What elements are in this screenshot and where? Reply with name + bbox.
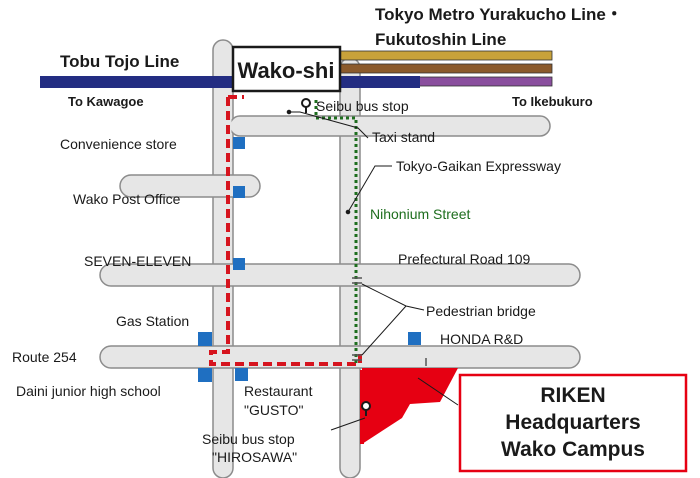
landmark-markers <box>198 137 421 382</box>
convenience-store-label: Convenience store <box>60 136 177 152</box>
convenience-store-marker <box>233 137 245 149</box>
gas-station-marker <box>198 332 212 346</box>
nihonium-street-label: Nihonium Street <box>370 206 470 222</box>
tobu-line-label: Tobu Tojo Line <box>60 52 179 71</box>
pedestrian-bridge-label: Pedestrian bridge <box>426 303 536 319</box>
prefectural-road-label: Prefectural Road 109 <box>398 251 531 267</box>
daini-school-marker <box>198 368 212 382</box>
station-wako-shi: Wako-shi <box>231 45 342 93</box>
daini-school-label: Daini junior high school <box>16 383 161 399</box>
to-kawagoe-label: To Kawagoe <box>68 94 144 109</box>
hirosawa-stop-label-2: "HIROSAWA" <box>212 449 297 465</box>
rail-lines <box>40 50 553 88</box>
post-office-marker <box>233 186 245 198</box>
honda-marker <box>408 332 421 345</box>
metro-line-brown <box>339 63 553 74</box>
tobu-line-west <box>40 76 235 88</box>
post-office-label: Wako Post Office <box>73 191 181 207</box>
bus-stop-pin-hirosawa <box>361 401 371 416</box>
metro-line-gold <box>339 50 553 61</box>
riken-title: RIKEN <box>540 384 605 407</box>
metro-line-label-2: Fukutoshin Line <box>375 30 506 49</box>
expressway-label: Tokyo-Gaikan Expressway <box>396 158 561 174</box>
riken-wako-campus: Wako Campus <box>501 438 645 461</box>
route-254-label: Route 254 <box>12 349 77 365</box>
pedestrian-bridge-marks <box>352 277 427 366</box>
riken-callout-box <box>458 373 688 473</box>
station-box <box>231 45 342 93</box>
hirosawa-stop-label-1: Seibu bus stop <box>202 431 295 447</box>
restaurant-marker <box>235 368 248 381</box>
leader-lines <box>286 109 459 431</box>
walking-route-red <box>209 95 362 366</box>
road-junction-fill <box>214 117 359 367</box>
station-name: Wako-shi <box>238 58 335 83</box>
honda-label: HONDA R&D <box>440 331 523 347</box>
seven-eleven-label: SEVEN-ELEVEN <box>84 253 191 269</box>
gas-station-label: Gas Station <box>116 313 189 329</box>
to-ikebukuro-label: To Ikebukuro <box>512 94 593 109</box>
metro-line-label-1: Tokyo Metro Yurakucho Line・ <box>375 5 623 24</box>
restaurant-label-1: Restaurant <box>244 383 313 399</box>
tobu-line-east <box>340 76 420 88</box>
riken-headquarters: Headquarters <box>505 411 640 434</box>
seven-eleven-marker <box>233 258 245 270</box>
riken-campus-area <box>362 368 458 444</box>
restaurant-label-2: "GUSTO" <box>244 402 303 418</box>
bus-stop-pin-station <box>301 98 311 113</box>
walking-route-green <box>314 100 358 364</box>
taxi-stand-label: Taxi stand <box>372 129 435 145</box>
seibu-bus-stop-label: Seibu bus stop <box>316 98 409 114</box>
riken-callout: RIKEN Headquarters Wako Campus <box>458 373 688 473</box>
